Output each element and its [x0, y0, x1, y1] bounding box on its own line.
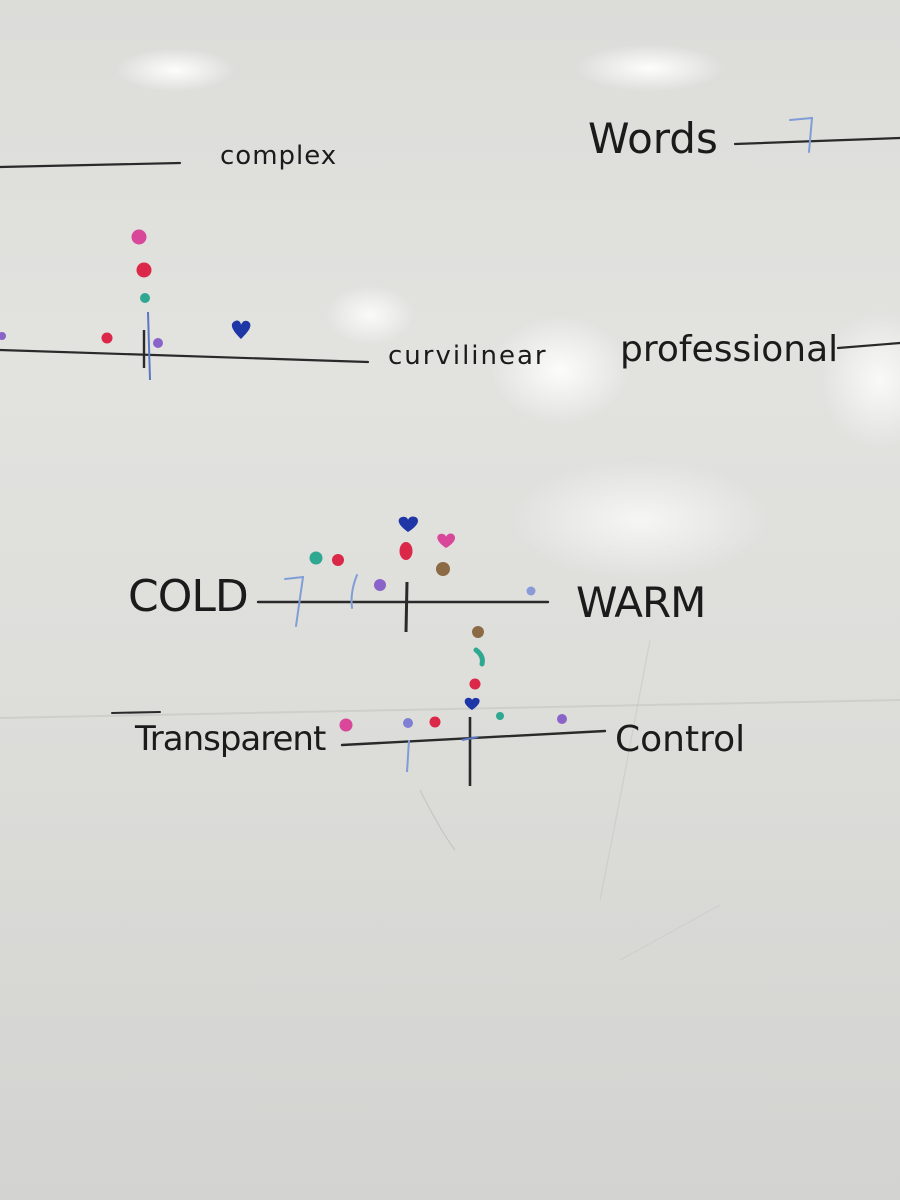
dot-purple: [153, 338, 163, 348]
dot-teal: [496, 712, 504, 720]
transparent-label: Transparent: [135, 719, 326, 759]
dot-brown: [472, 626, 484, 638]
dot-purple: [0, 332, 6, 340]
curvilinear-label: curvilinear: [388, 341, 548, 371]
dot-red: [399, 542, 413, 560]
professional-scale-line: [836, 341, 900, 350]
complex-scale-line: [0, 161, 182, 169]
dot-teal: [140, 293, 150, 303]
dot-pink: [339, 718, 353, 732]
control-label: Control: [615, 719, 746, 760]
dot-red: [469, 678, 481, 690]
dot-teal: [309, 551, 323, 565]
cold-warm-blue-tick: [284, 575, 305, 627]
dot-brown: [436, 562, 450, 576]
dot-red: [136, 262, 152, 278]
curvilinear-scale-line: [0, 348, 370, 364]
heart-navy: [464, 697, 480, 710]
dot-purple: [526, 586, 536, 596]
dot-red: [101, 332, 113, 344]
cold-warm-midpoint-tick: [404, 581, 409, 633]
heart-pink: [437, 533, 456, 548]
cold-warm-blue-tick: [350, 574, 358, 609]
dot-purple: [403, 718, 413, 728]
transparent-control-blue-tick: [461, 736, 479, 741]
words-label: Words: [588, 114, 718, 163]
words-scale-tick: [789, 116, 814, 153]
dot-pink: [131, 229, 147, 245]
heart-navy: [398, 516, 418, 532]
curvilinear-blue-tick: [147, 311, 151, 381]
dot-red: [429, 716, 441, 728]
dot-red: [332, 554, 344, 566]
professional-label: professional: [620, 329, 839, 370]
warm-label: WARM: [576, 578, 706, 627]
transparent-control-blue-tick: [406, 739, 410, 773]
complex-label: complex: [220, 141, 338, 171]
cold-label: COLD: [128, 571, 249, 622]
words-scale-line: [733, 136, 900, 146]
dot-teal: [473, 647, 485, 667]
dot-purple: [557, 714, 567, 724]
transparent-overline: [111, 711, 161, 714]
dot-purple: [374, 579, 386, 591]
heart-navy: [231, 320, 251, 339]
